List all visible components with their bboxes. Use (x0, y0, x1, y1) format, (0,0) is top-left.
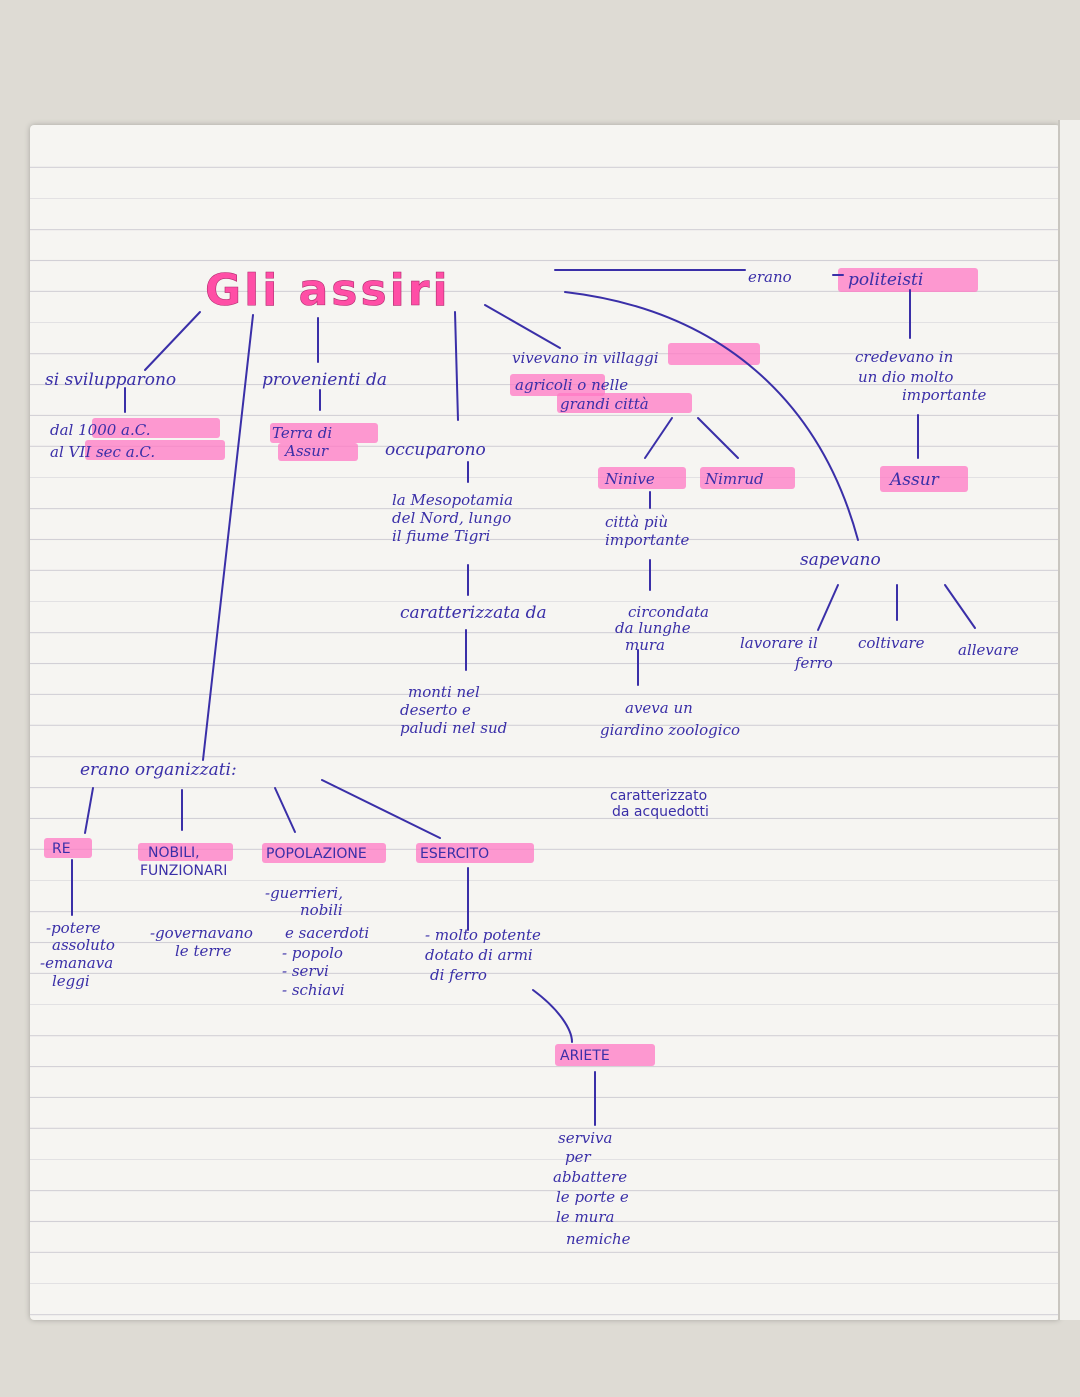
text-circondata-1: circondata (628, 603, 709, 621)
text-ariete-3: abbattere (553, 1168, 627, 1186)
label-ariete: ARIETE (560, 1048, 610, 1064)
text-re-4: leggi (52, 972, 90, 990)
label-nobili-1: NOBILI, (148, 845, 200, 861)
text-pop-6: - schiavi (282, 981, 345, 999)
text-esercito-2: dotato di armi (425, 946, 533, 964)
text-acquedotti-1: caratterizzato (610, 788, 707, 804)
text-organizzati: erano organizzati: (80, 760, 237, 780)
text-terra-1: Terra di (272, 424, 332, 442)
text-credevano-1: credevano in (855, 348, 953, 366)
text-sapevano: sapevano (800, 550, 881, 570)
label-re: RE (52, 841, 71, 857)
text-dio-assur: Assur (888, 470, 940, 490)
connector-lines (71, 269, 976, 1126)
text-mesopotamia-1: la Mesopotamia (392, 491, 513, 509)
text-provenienti: provenienti da (262, 370, 387, 390)
text-nobili-2: le terre (175, 942, 232, 960)
text-vivevano-2: agricoli o nelle (515, 376, 628, 394)
label-nobili-2: FUNZIONARI (140, 863, 227, 879)
text-giardino-1: aveva un (625, 699, 693, 717)
text-geo-2: deserto e (400, 701, 471, 719)
text-date-2: al VII sec a.C. (50, 443, 155, 461)
text-pop-1: -guerrieri, (265, 884, 343, 902)
text-ninive: Ninive (604, 470, 655, 488)
text-date-1: dal 1000 a.C. (50, 421, 150, 439)
text-ariete-2: per (565, 1148, 591, 1166)
text-pop-2: nobili (300, 901, 343, 919)
text-geo-1: monti nel (408, 683, 480, 701)
notebook-next-page-edge (1058, 120, 1080, 1320)
text-giardino-2: giardino zoologico (600, 721, 740, 739)
text-pop-3: e sacerdoti (285, 924, 369, 942)
text-occuparono: occuparono (385, 440, 486, 460)
text-esercito-1: - molto potente (425, 926, 541, 944)
map-title: Gli assiri (205, 265, 451, 316)
text-svilupparono: si svilupparono (45, 370, 176, 390)
text-politeisti: politeisti (848, 270, 923, 290)
text-ariete-1: serviva (558, 1129, 612, 1147)
text-nobili-1: -governavano (150, 924, 253, 942)
text-vivevano-1: vivevano in villaggi (512, 349, 659, 367)
text-skill-coltivare: coltivare (858, 634, 925, 652)
text-circondata-2: da lunghe (615, 619, 691, 637)
text-ninive-detail-1: città più (605, 513, 668, 531)
text-caratterizzata: caratterizzata da (400, 603, 547, 623)
text-geo-3: paludi nel sud (400, 719, 507, 737)
text-skill-ferro-1: lavorare il (740, 634, 818, 652)
text-acquedotti-2: da acquedotti (612, 804, 709, 820)
text-vivevano-3: grandi città (560, 395, 649, 413)
text-ariete-6: nemiche (566, 1230, 631, 1248)
text-erano: erano (748, 268, 792, 286)
highlights (44, 268, 978, 1066)
text-ariete-4: le porte e (556, 1188, 629, 1206)
text-circondata-3: mura (625, 636, 665, 654)
text-pop-4: - popolo (282, 944, 343, 962)
text-terra-2: Assur (283, 442, 329, 460)
text-credevano-3: importante (902, 386, 986, 404)
text-re-3: -emanava (40, 954, 113, 972)
text-nimrud: Nimrud (704, 470, 764, 488)
text-esercito-3: di ferro (430, 966, 487, 984)
text-mesopotamia-3: il fiume Tigri (392, 527, 490, 545)
text-re-1: -potere (46, 919, 101, 937)
text-skill-allevare: allevare (958, 641, 1019, 659)
text-pop-5: - servi (282, 962, 329, 980)
text-ninive-detail-2: importante (605, 531, 689, 549)
label-esercito: ESERCITO (420, 846, 489, 862)
notebook-page (30, 125, 1060, 1320)
text-skill-ferro-2: ferro (794, 654, 833, 672)
text-ariete-5: le mura (556, 1208, 614, 1226)
text-mesopotamia-2: del Nord, lungo (392, 509, 511, 527)
text-re-2: assoluto (52, 936, 115, 954)
label-popolazione: POPOLAZIONE (266, 846, 367, 862)
text-credevano-2: un dio molto (858, 368, 953, 386)
